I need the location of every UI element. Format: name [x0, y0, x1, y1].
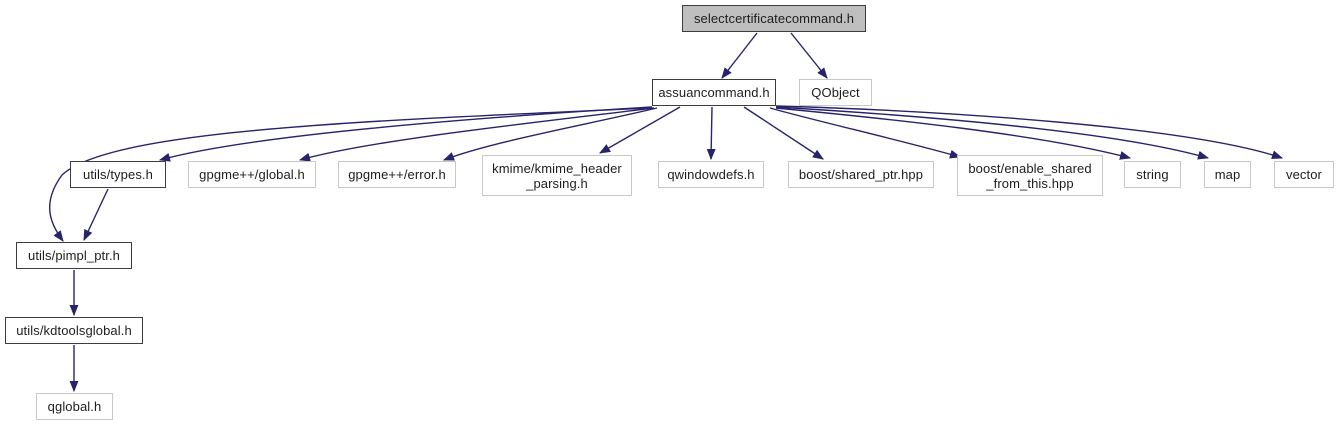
graph-node-label: qwindowdefs.h	[667, 167, 755, 182]
edge-selectcertificatecommand-to-qobject	[790, 32, 828, 79]
edge-assuancommand-to-gpgme-error	[442, 107, 658, 161]
edge-assuancommand-to-kmime-header-parsing	[599, 106, 681, 154]
graph-node-boost_shared_ptr[interactable]: boost/shared_ptr.hpp	[788, 161, 934, 188]
edge-assuancommand-to-map	[775, 106, 1210, 160]
graph-node-vector[interactable]: vector	[1274, 161, 1334, 188]
graph-node-label: selectcertificatecommand.h	[693, 11, 855, 26]
graph-node-label: gpgme++/global.h	[199, 167, 305, 182]
graph-node-utils_kdtoolsglobal[interactable]: utils/kdtoolsglobal.h	[5, 317, 143, 344]
graph-node-gpgme_error[interactable]: gpgme++/error.h	[338, 161, 456, 188]
graph-node-map[interactable]: map	[1204, 161, 1251, 188]
graph-node-string[interactable]: string	[1124, 161, 1181, 188]
edge-assuancommand-to-boost-shared-ptr	[743, 106, 824, 160]
edge-assuancommand-to-gpgme-global	[298, 107, 655, 162]
graph-node-label: boost/enable_shared _from_this.hpp	[968, 160, 1092, 191]
graph-node-boost_enable_shared_from_this[interactable]: boost/enable_shared _from_this.hpp	[957, 155, 1103, 196]
graph-node-qglobal[interactable]: qglobal.h	[36, 393, 113, 420]
graph-node-gpgme_global[interactable]: gpgme++/global.h	[188, 161, 316, 188]
graph-node-assuancommand[interactable]: assuancommand.h	[652, 79, 776, 106]
graph-node-label: assuancommand.h	[658, 85, 770, 100]
edge-assuancommand-to-qwindowdefs	[706, 106, 716, 161]
graph-node-label: QObject	[811, 85, 860, 100]
edge-assuancommand-to-utils-types	[158, 106, 653, 162]
graph-node-label: kmime/kmime_header _parsing.h	[492, 160, 622, 191]
graph-node-label: string	[1136, 167, 1169, 182]
graph-node-label: vector	[1285, 167, 1322, 182]
graph-node-utils_pimpl_ptr[interactable]: utils/pimpl_ptr.h	[16, 242, 132, 269]
edge-assuancommand-to-vector	[775, 105, 1284, 160]
edge-utils-types-to-utils-pimpl-ptr	[83, 188, 109, 242]
graph-node-label: boost/shared_ptr.hpp	[798, 167, 924, 182]
edge-assuancommand-to-boost-enable-shared-from-this	[769, 107, 962, 159]
graph-node-label: gpgme++/error.h	[348, 167, 446, 182]
graph-node-selectcertificatecommand[interactable]: selectcertificatecommand.h	[682, 5, 866, 32]
graph-node-qwindowdefs[interactable]: qwindowdefs.h	[658, 161, 764, 188]
graph-node-label: utils/pimpl_ptr.h	[27, 248, 121, 263]
graph-node-kmime_header_parsing[interactable]: kmime/kmime_header _parsing.h	[482, 155, 632, 196]
edge-assuancommand-to-string	[775, 107, 1132, 160]
graph-node-utils_types[interactable]: utils/types.h	[70, 161, 166, 188]
edge-selectcertificatecommand-to-assuancommand	[721, 32, 758, 79]
graph-node-label: qglobal.h	[47, 399, 102, 414]
graph-node-label: map	[1214, 167, 1241, 182]
graph-node-label: utils/types.h	[83, 167, 153, 182]
graph-node-label: utils/kdtoolsglobal.h	[16, 323, 132, 338]
graph-node-qobject[interactable]: QObject	[799, 79, 872, 106]
